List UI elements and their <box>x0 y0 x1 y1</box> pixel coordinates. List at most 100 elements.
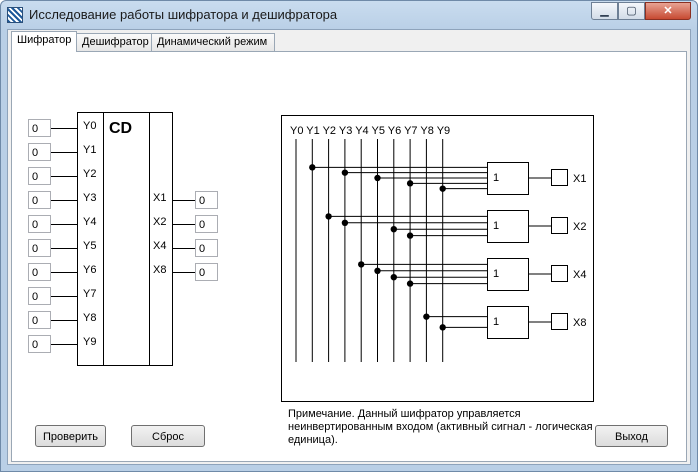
close-button[interactable]: ✕ <box>645 2 691 20</box>
output-label-x1: X1 <box>153 192 167 204</box>
input-field-y6[interactable] <box>28 263 51 281</box>
input-label-y0: Y0 <box>83 120 97 132</box>
schematic-junction-dot <box>406 180 414 187</box>
input-wire <box>51 224 77 225</box>
schematic-junction-dot <box>439 324 446 331</box>
input-wire <box>51 296 77 297</box>
schematic-gate-symbol: 1 <box>493 316 499 328</box>
input-field-y1[interactable] <box>28 143 51 161</box>
output-label-x4: X4 <box>153 240 167 252</box>
schematic-junction-dot <box>390 226 397 233</box>
input-field-y2[interactable] <box>28 167 51 185</box>
input-wire <box>51 248 77 249</box>
tab-encoder[interactable]: Шифратор <box>11 31 77 52</box>
schematic-input-label-y9: Y9 <box>437 125 450 137</box>
input-field-y7[interactable] <box>28 287 51 305</box>
input-wire <box>51 344 77 345</box>
input-label-y2: Y2 <box>83 168 97 180</box>
schematic-junction-dot <box>406 232 414 239</box>
input-label-y1: Y1 <box>83 144 97 156</box>
schematic-input-label-y6: Y6 <box>388 125 401 137</box>
schematic-output-indicator <box>551 265 568 282</box>
window-title: Исследование работы шифратора и дешифрат… <box>29 7 338 22</box>
input-wire <box>51 320 77 321</box>
note-text: Примечание. Данный шифратор управляется … <box>288 408 593 446</box>
schematic-input-label-y4: Y4 <box>355 125 368 137</box>
schematic-junction-dot <box>423 313 430 320</box>
client-area: Шифратор Дешифратор Динамический режим C… <box>7 29 691 465</box>
input-label-y5: Y5 <box>83 240 97 252</box>
schematic-input-label-y3: Y3 <box>339 125 352 137</box>
encoder-block <box>77 112 173 366</box>
tab-decoder[interactable]: Дешифратор <box>76 33 152 51</box>
schematic-gate-symbol: 1 <box>493 220 499 232</box>
encoder-title: CD <box>109 120 133 137</box>
input-field-y9[interactable] <box>28 335 51 353</box>
schematic-junction-dot <box>341 169 349 176</box>
schematic-output-label-x2: X2 <box>573 221 586 233</box>
schematic-junction-dot <box>390 274 397 281</box>
schematic-gate-symbol: 1 <box>493 172 499 184</box>
title-bar[interactable]: Исследование работы шифратора и дешифрат… <box>1 1 697 29</box>
schematic-junction-dot <box>325 213 332 220</box>
schematic-input-label-y8: Y8 <box>420 125 433 137</box>
maximize-button[interactable]: ▢ <box>618 2 645 20</box>
schematic-input-label-y1: Y1 <box>306 125 319 137</box>
schematic-or-gate <box>487 258 529 291</box>
input-label-y9: Y9 <box>83 336 97 348</box>
input-wire <box>51 176 77 177</box>
output-wire <box>173 200 195 201</box>
output-label-x8: X8 <box>153 264 167 276</box>
output-field-x2[interactable] <box>195 215 218 233</box>
schematic-junction-dot <box>439 185 446 192</box>
output-field-x1[interactable] <box>195 191 218 209</box>
schematic-junction-dot <box>374 267 381 274</box>
tab-dynamic-mode[interactable]: Динамический режим <box>151 33 275 51</box>
reset-button[interactable]: Сброс <box>131 425 205 447</box>
schematic-or-gate <box>487 306 529 339</box>
input-field-y3[interactable] <box>28 191 51 209</box>
exit-button[interactable]: Выход <box>595 425 668 447</box>
input-label-y4: Y4 <box>83 216 97 228</box>
schematic-junction-dot <box>358 261 365 268</box>
schematic-junction-dot <box>374 174 381 182</box>
schematic-output-label-x1: X1 <box>573 173 586 185</box>
schematic-input-label-y5: Y5 <box>372 125 385 137</box>
output-wire <box>173 272 195 273</box>
schematic-junction-dot <box>341 219 349 226</box>
input-wire <box>51 200 77 201</box>
output-wire <box>173 248 195 249</box>
input-label-y7: Y7 <box>83 288 97 300</box>
schematic-input-label-y0: Y0 <box>290 125 303 137</box>
input-field-y8[interactable] <box>28 311 51 329</box>
schematic-junction-dot <box>309 164 316 171</box>
input-label-y6: Y6 <box>83 264 97 276</box>
input-wire <box>51 272 77 273</box>
schematic-output-label-x4: X4 <box>573 269 586 281</box>
schematic-output-indicator <box>551 313 568 330</box>
encoder-block-core <box>103 112 150 366</box>
input-label-y3: Y3 <box>83 192 97 204</box>
input-label-y8: Y8 <box>83 312 97 324</box>
schematic-input-label-y7: Y7 <box>404 125 417 137</box>
schematic-frame <box>281 115 594 402</box>
check-button[interactable]: Проверить <box>35 425 106 447</box>
schematic-junction-dot <box>406 280 414 287</box>
input-wire <box>51 152 77 153</box>
minimize-button[interactable]: ▁ <box>591 2 618 20</box>
schematic-gate-symbol: 1 <box>493 268 499 280</box>
schematic-output-indicator <box>551 217 568 234</box>
schematic-output-indicator <box>551 169 568 186</box>
input-field-y4[interactable] <box>28 215 51 233</box>
input-wire <box>51 128 77 129</box>
output-field-x8[interactable] <box>195 263 218 281</box>
app-icon <box>7 7 23 23</box>
output-field-x4[interactable] <box>195 239 218 257</box>
schematic-or-gate <box>487 162 529 195</box>
input-field-y0[interactable] <box>28 119 51 137</box>
output-label-x2: X2 <box>153 216 167 228</box>
schematic-output-label-x8: X8 <box>573 317 586 329</box>
input-field-y5[interactable] <box>28 239 51 257</box>
